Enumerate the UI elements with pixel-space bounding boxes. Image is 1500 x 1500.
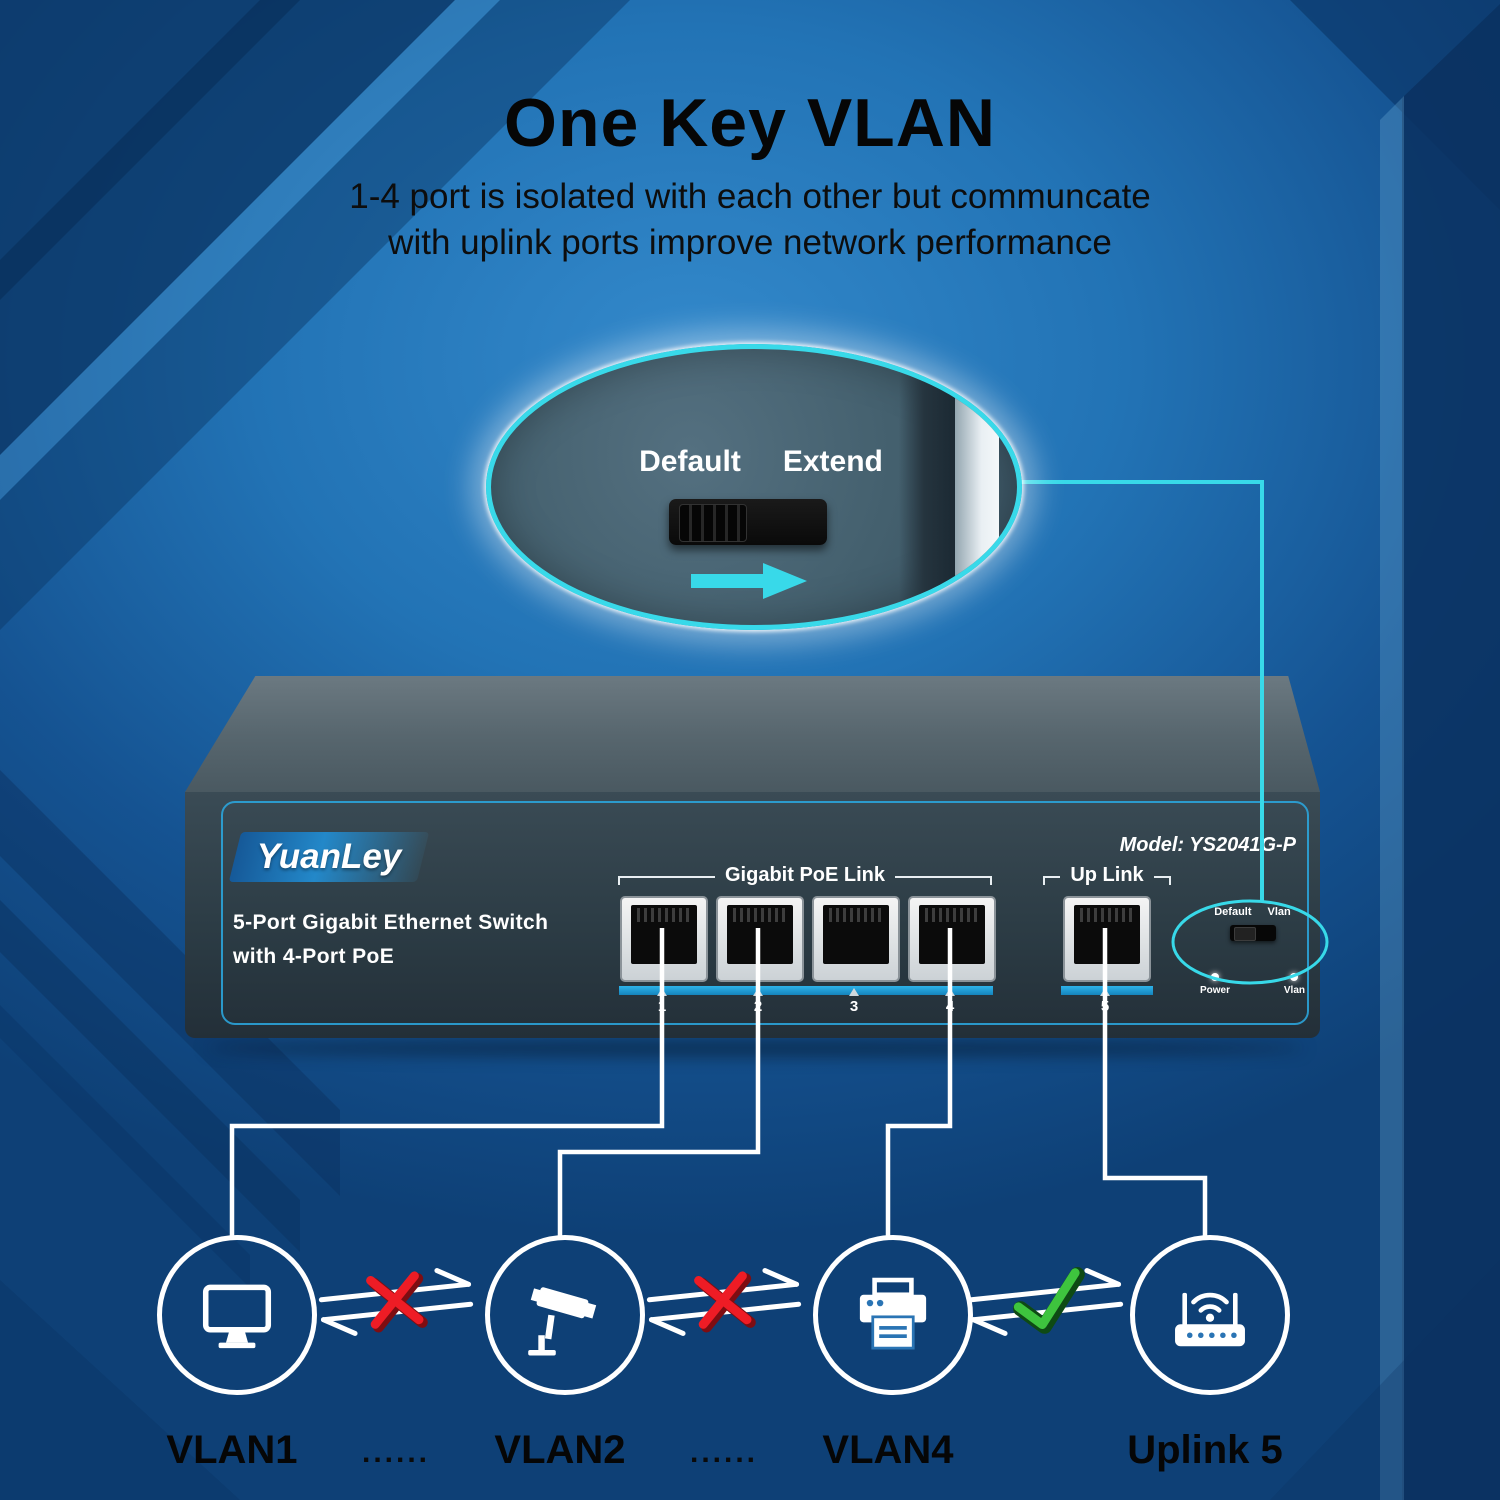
connection-vlan1-vlan2-blocked [302, 1253, 489, 1351]
toggle-vlan-label: Vlan [1267, 906, 1291, 918]
poe-port-group-label: Gigabit PoE Link [618, 864, 993, 887]
connection-vlan2-vlan4-blocked [630, 1253, 817, 1351]
rj45-notch [1092, 946, 1122, 958]
rj45-port-3 [812, 896, 900, 982]
rj45-cavity [631, 905, 697, 964]
vlan-led: Vlan [1284, 973, 1305, 996]
rj45-pins [1080, 908, 1134, 922]
rj45-notch [937, 946, 967, 958]
cctv-camera-icon [528, 1287, 597, 1356]
page-title: One Key VLAN [504, 85, 996, 161]
vlan-toggle-cluster: Default Vlan Power Vlan [1190, 906, 1315, 996]
rj45-cavity [919, 905, 985, 964]
connection-vlan4-uplink5-allowed [952, 1253, 1139, 1351]
rj45-notch [745, 946, 775, 958]
right-arrow-icon [691, 563, 807, 599]
port-number-4: 4 [945, 998, 955, 1015]
vlan-switch-zoom-callout: Default Extend [486, 344, 1022, 630]
endpoint-label-uplink5: Uplink 5 [1127, 1428, 1283, 1472]
vlan-toggle-switch [1229, 925, 1276, 941]
endpoint-vlan4 [813, 1235, 973, 1395]
port-number-2: 2 [753, 998, 763, 1015]
vlan-led-dot [1290, 973, 1299, 981]
wifi-router-icon [1175, 1292, 1245, 1347]
rj45-pins [829, 908, 883, 922]
blocked-x-icon [366, 1271, 424, 1329]
monitor-icon [202, 1284, 272, 1349]
exchange-arrows-blocked-icon [318, 1268, 474, 1336]
endpoint-label-vlan4: VLAN4 [822, 1428, 954, 1472]
rj45-notch [841, 946, 871, 958]
model-number: Model: YS2041G-P [1119, 834, 1296, 856]
bracket-line-left [1043, 876, 1061, 887]
separator-dots: ...... [361, 1436, 430, 1469]
printer-icon [859, 1277, 927, 1350]
toggle-position-labels: Default Extend [551, 445, 971, 479]
endpoint-vlan2 [485, 1235, 645, 1395]
vlan-slide-switch [669, 499, 827, 545]
toggle-default-label: Default [1214, 906, 1252, 918]
toggle-extend-label: Extend [782, 445, 883, 478]
toggle-default-label: Default [639, 445, 741, 478]
endpoint-label-vlan2: VLAN2 [494, 1428, 626, 1472]
power-led-dot [1211, 973, 1219, 981]
exchange-arrows-allowed-icon [968, 1267, 1124, 1336]
rj45-port-4 [908, 896, 996, 982]
bracket-line-left [618, 876, 715, 887]
port-number-3: 3 [849, 998, 859, 1015]
bracket-line-right [1153, 876, 1172, 887]
device-edge-highlight [955, 349, 999, 625]
status-leds: Power Vlan [1190, 973, 1315, 996]
slide-switch-knob [679, 504, 747, 542]
bracket-line-right [895, 876, 993, 887]
device-description-line-1: 5-Port Gigabit Ethernet Switch [233, 911, 549, 934]
subtitle-line-1: 1-4 port is isolated with each other but… [349, 177, 1151, 216]
rj45-cavity [727, 905, 793, 964]
brand-logo-text: YuanLey [256, 837, 402, 876]
port-number-5: 5 [1100, 998, 1110, 1015]
vlan-led-label: Vlan [1283, 985, 1305, 996]
endpoint-vlan1 [157, 1235, 317, 1395]
separator-dots: ...... [689, 1436, 758, 1469]
port-number-1: 1 [657, 998, 667, 1015]
subtitle-line-2: with uplink ports improve network perfor… [388, 223, 1112, 263]
power-led-label: Power [1200, 985, 1231, 996]
vlan-toggle-knob [1233, 927, 1256, 941]
page-subtitle: 1-4 port is isolated with each other but… [0, 174, 1500, 266]
rj45-cavity [823, 905, 889, 964]
uplink-port-group-label: Up Link [1043, 864, 1172, 887]
switch-top-face [185, 676, 1320, 792]
rj45-cavity [1074, 905, 1140, 964]
poe-port-bar [619, 986, 993, 995]
rj45-notch [649, 946, 679, 958]
port-marker-triangle [753, 988, 763, 996]
check-icon [1013, 1268, 1080, 1330]
port-marker-triangle [849, 988, 859, 996]
endpoint-label-vlan1: VLAN1 [166, 1428, 298, 1472]
blocked-x-icon [694, 1271, 752, 1329]
endpoint-uplink5 [1130, 1235, 1290, 1395]
device-description: 5-Port Gigabit Ethernet Switch with 4-Po… [233, 906, 548, 974]
port-marker-triangle [1100, 988, 1110, 996]
port-marker-triangle [945, 988, 955, 996]
device-edge-shadow [899, 349, 955, 625]
rj45-port-2 [716, 896, 804, 982]
toggle-labels: Default Vlan [1190, 906, 1315, 918]
rj45-port-5-uplink [1063, 896, 1151, 982]
rj45-pins [733, 908, 787, 922]
device-description-line-2: with 4-Port PoE [233, 945, 395, 968]
device-drop-shadow [205, 1040, 1305, 1056]
switch-front-panel: YuanLey 5-Port Gigabit Ethernet Switch w… [185, 792, 1320, 1038]
power-led: Power [1200, 973, 1230, 996]
port-marker-triangle [657, 988, 667, 996]
exchange-arrows-blocked-icon [646, 1268, 802, 1336]
rj45-port-1 [620, 896, 708, 982]
brand-logo: YuanLey [228, 832, 430, 882]
rj45-pins [637, 908, 691, 922]
rj45-pins [925, 908, 979, 922]
